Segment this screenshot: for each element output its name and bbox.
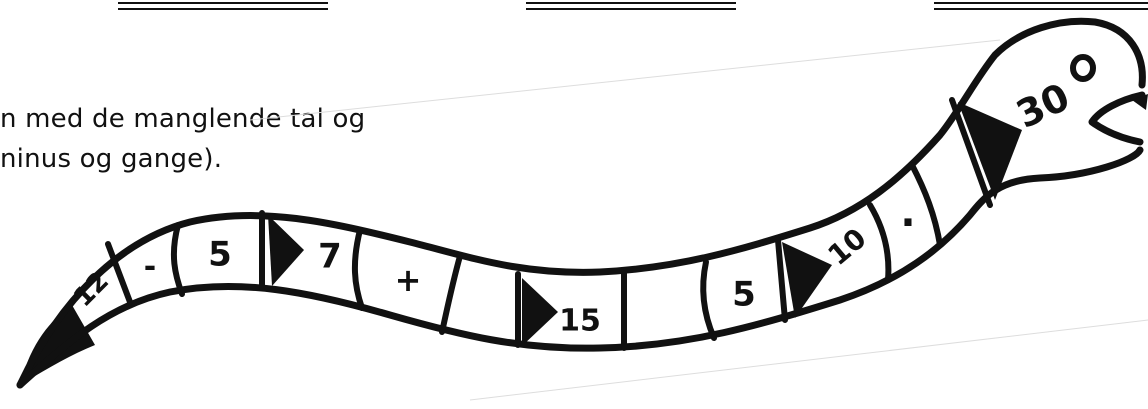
segment-divider [912,165,940,245]
segment-divider [174,225,182,294]
worm-bottom-edge [20,150,1140,385]
worm-cell-5: + [395,261,422,299]
worm-cell-11: · [900,200,915,246]
worm-eye [1073,57,1093,79]
worm-cell-13: 30 [1010,75,1077,137]
background-line [250,40,1000,120]
segment-divider [870,205,888,280]
segment-divider [442,256,460,332]
worm-cell-3: 5 [208,235,232,275]
worm-cell-1: 12 [68,266,115,313]
worm-cell-4: 7 [318,237,342,277]
worm-cell-7: 15 [559,304,601,339]
worm-mouth [1092,95,1142,142]
segment-divider [703,262,714,338]
worm-cell-2: - [144,250,156,285]
segment-divider [355,230,362,308]
worm-cell-9: 5 [732,275,756,315]
arrow-wedge [522,278,558,346]
arrow-wedge [268,215,304,286]
